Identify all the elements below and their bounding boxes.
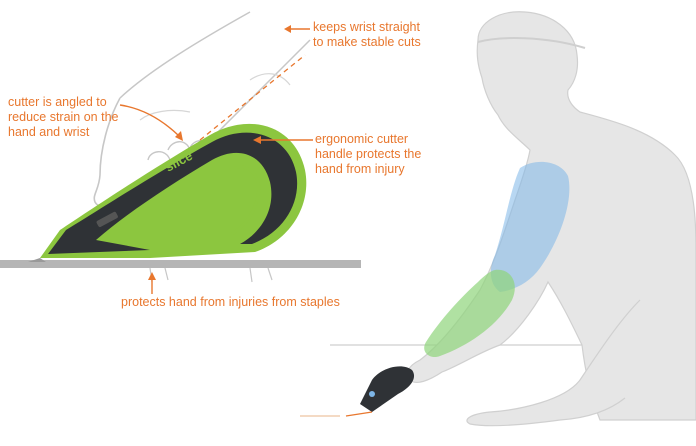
annotation-staples: protects hand from injuries from staples [121,295,340,310]
fingertips-below-surface [149,267,273,283]
wrist-alignment-guide [199,54,306,141]
annotation-handle-line-3: hand from injury [315,162,405,176]
annotation-angle-line-2: reduce strain on the [8,110,119,124]
worker-figure-illustration [300,11,696,427]
annotation-wrist: keeps wrist straight to make stable cuts [313,20,421,50]
annotation-wrist-line-1: keeps wrist straight [313,20,420,34]
annotation-handle-line-1: ergonomic cutter [315,132,409,146]
annotation-wrist-line-2: to make stable cuts [313,35,421,49]
cutting-surface [0,260,361,268]
annotation-angle: cutter is angled to reduce strain on the… [8,95,119,140]
annotation-staples-line-1: protects hand from injuries from staples [121,295,340,309]
arrow-icon [119,25,313,294]
annotation-handle-line-2: handle protects the [315,147,422,161]
annotation-angle-line-1: cutter is angled to [8,95,107,109]
annotation-angle-line-3: hand and wrist [8,125,90,139]
annotation-handle: ergonomic cutter handle protects the han… [315,132,421,177]
safety-cutter-illustration [28,123,307,262]
